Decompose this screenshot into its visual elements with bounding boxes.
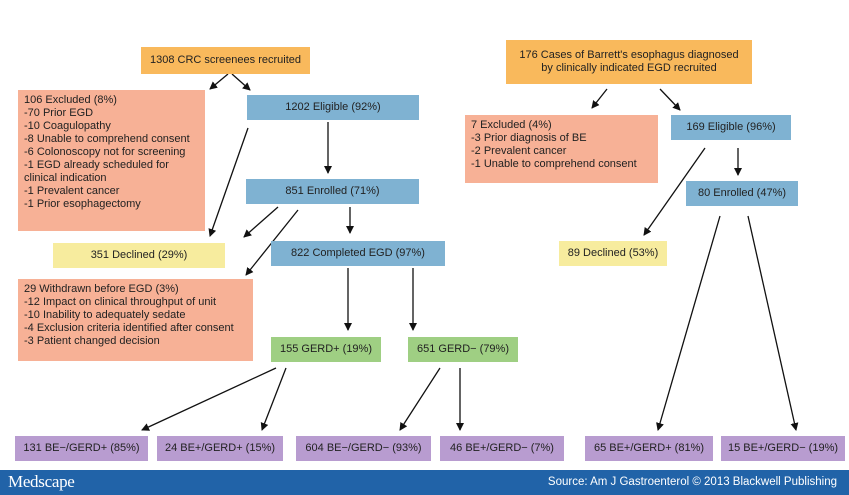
footer-bar: Medscape Source: Am J Gastroenterol © 20… [0,470,849,495]
left-excluded-item: -1 EGD already scheduled for [24,159,169,171]
right-enrolled-box: 80 Enrolled (47%) [686,181,798,206]
right-recruited-line2: by clinically indicated EGD recruited [541,62,717,74]
left-declined-box: 351 Declined (29%) [53,243,225,268]
right-excluded-item: -3 Prior diagnosis of BE [471,132,587,144]
source-credit: Source: Am J Gastroenterol © 2013 Blackw… [547,476,837,488]
left-excluded-item: -10 Coagulopathy [24,120,111,132]
right-recruited-line1: 176 Cases of Barrett's esophagus diagnos… [519,49,739,61]
left-completed-box: 822 Completed EGD (97%) [271,241,445,266]
arrow-r-enrolled-to-out1 [656,215,721,431]
left-recruited-label: 1308 CRC screenees recruited [149,54,302,66]
left-outcome-label: 604 BE−/GERD− (93%) [305,442,422,454]
arrow-r-recruited-to-excluded [591,88,608,109]
left-gerd-pos-label: 155 GERD+ (19%) [279,343,372,355]
arrow-r-recruited-to-eligible [659,88,681,111]
left-excluded-box: 106 Excluded (8%) -70 Prior EGD -10 Coag… [18,90,205,231]
left-outcome-label: 131 BE−/GERD+ (85%) [23,442,140,454]
arrow-gerdneg-to-out3 [399,367,441,431]
right-excluded-item: -2 Prevalent cancer [471,145,567,157]
left-declined-label: 351 Declined (29%) [90,249,188,261]
arrow-gerdpos-to-out2 [260,367,287,431]
left-withdrawn-item: -4 Exclusion criteria identified after c… [24,322,234,334]
left-withdrawn-box: 29 Withdrawn before EGD (3%) -12 Impact … [18,279,253,361]
right-outcome-box: 15 BE+/GERD− (19%) [721,436,845,461]
left-gerd-neg-box: 651 GERD− (79%) [408,337,518,362]
left-excluded-item: -1 Prior esophagectomy [24,198,141,210]
left-eligible-label: 1202 Eligible (92%) [285,101,381,113]
left-excluded-title: 106 Excluded (8%) [24,94,117,106]
left-outcome-label: 46 BE+/GERD− (7%) [450,442,554,454]
left-excluded-item: clinical indication [24,172,107,184]
right-eligible-box: 169 Eligible (96%) [671,115,791,140]
left-gerd-pos-box: 155 GERD+ (19%) [271,337,381,362]
arrow-enrolled-to-declined [243,206,279,238]
left-outcome-box: 604 BE−/GERD− (93%) [296,436,431,461]
medscape-logo: Medscape [8,472,75,491]
arrow-r-eligible-to-declined [643,147,706,236]
left-recruited-box: 1308 CRC screenees recruited [141,47,310,74]
left-excluded-item: -8 Unable to comprehend consent [24,133,190,145]
right-outcome-label: 15 BE+/GERD− (19%) [727,442,839,454]
left-eligible-box: 1202 Eligible (92%) [247,95,419,120]
arrow-r-enrolled-to-out2 [747,215,799,431]
arrow-eligible-to-declined [208,127,249,237]
right-excluded-box: 7 Excluded (4%) -3 Prior diagnosis of BE… [465,115,658,183]
left-enrolled-box: 851 Enrolled (71%) [246,179,419,204]
left-outcome-label: 24 BE+/GERD+ (15%) [164,442,276,454]
left-withdrawn-item: -12 Impact on clinical throughput of uni… [24,296,217,308]
left-withdrawn-item: -3 Patient changed decision [24,335,160,347]
left-enrolled-label: 851 Enrolled (71%) [285,185,380,197]
left-withdrawn-item: -10 Inability to adequately sedate [24,309,186,321]
right-enrolled-label: 80 Enrolled (47%) [697,187,787,199]
left-excluded-item: -6 Colonoscopy not for screening [24,146,186,158]
right-declined-box: 89 Declined (53%) [559,241,667,266]
left-gerd-neg-label: 651 GERD− (79%) [416,343,509,355]
left-excluded-item: -70 Prior EGD [24,107,94,119]
right-outcome-box: 65 BE+/GERD+ (81%) [585,436,713,461]
right-eligible-label: 169 Eligible (96%) [686,121,776,133]
right-declined-label: 89 Declined (53%) [567,247,659,259]
right-excluded-item: -1 Unable to comprehend consent [471,158,637,170]
right-excluded-title: 7 Excluded (4%) [471,119,552,131]
right-outcome-label: 65 BE+/GERD+ (81%) [593,442,705,454]
arrow-recruited-to-eligible [231,73,251,91]
left-excluded-item: -1 Prevalent cancer [24,185,120,197]
left-withdrawn-title: 29 Withdrawn before EGD (3%) [24,283,179,295]
right-recruited-box: 176 Cases of Barrett's esophagus diagnos… [506,40,752,84]
arrow-gerdpos-to-out1 [141,367,277,431]
left-completed-label: 822 Completed EGD (97%) [291,247,425,259]
left-outcome-box: 131 BE−/GERD+ (85%) [15,436,148,461]
arrow-recruited-to-excluded [209,73,229,90]
flow-arrows [141,73,799,431]
left-outcome-box: 24 BE+/GERD+ (15%) [157,436,283,461]
left-outcome-box: 46 BE+/GERD− (7%) [440,436,564,461]
